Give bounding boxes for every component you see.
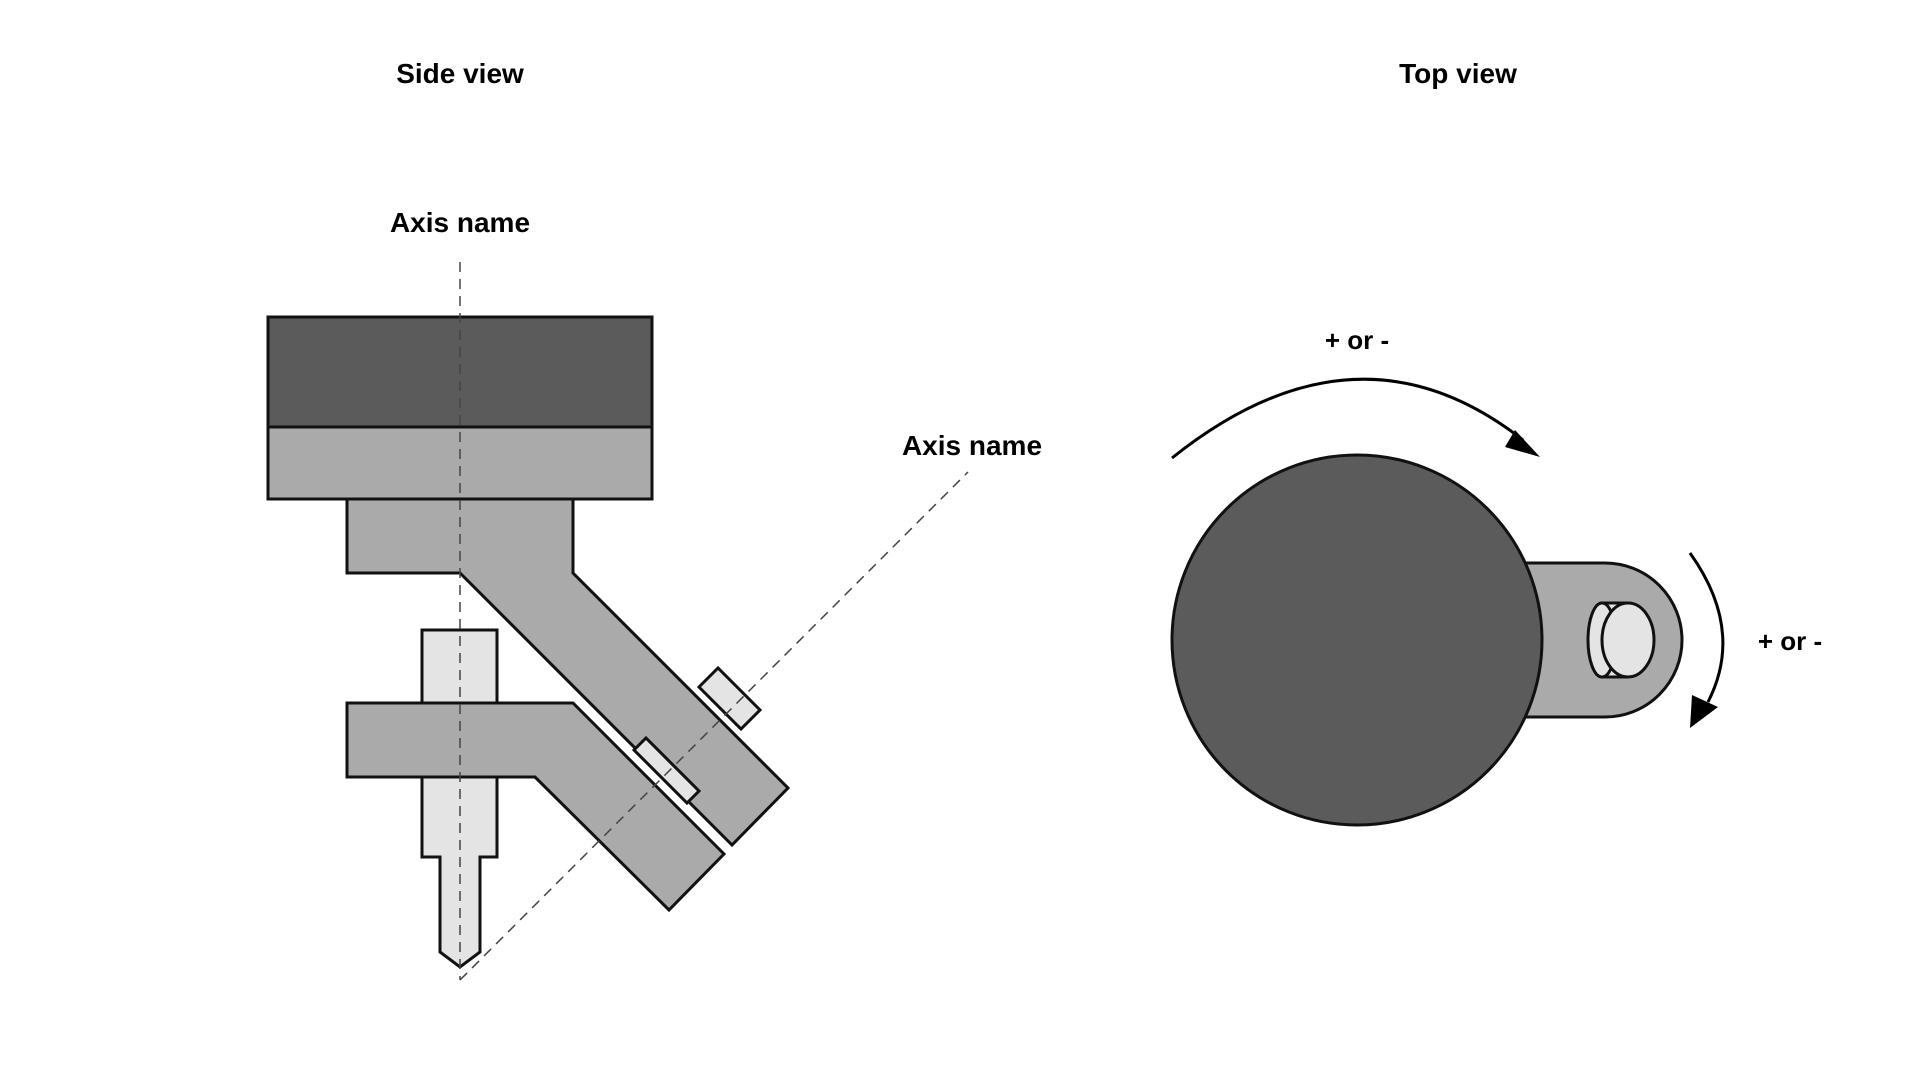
top-rotation-label: + or -: [1325, 325, 1389, 355]
side-view-title: Side view: [396, 58, 524, 89]
top-rotation-arrowhead: [1505, 430, 1540, 457]
top-view-pin: [1586, 601, 1656, 679]
top-view: Top view + or - + or -: [1170, 58, 1822, 827]
arm-pin: [696, 665, 763, 732]
tilted-axis-label: Axis name: [902, 430, 1042, 461]
upper-tilted-arm: [345, 497, 791, 848]
arm-plate: [631, 735, 702, 806]
side-rotation-arc: [1688, 552, 1725, 703]
top-rotation-arc: [1171, 377, 1524, 460]
top-view-title: Top view: [1399, 58, 1517, 89]
side-view: Side view Axis name Axis name: [266, 58, 1042, 981]
lower-tilted-arm: [345, 701, 727, 913]
tilted-axis-line: [459, 471, 969, 981]
side-rotation-arrowhead: [1690, 695, 1718, 728]
top-view-spindle-head: [1170, 453, 1544, 827]
vertical-axis-label: Axis name: [390, 207, 530, 238]
side-rotation-label: + or -: [1758, 626, 1822, 656]
